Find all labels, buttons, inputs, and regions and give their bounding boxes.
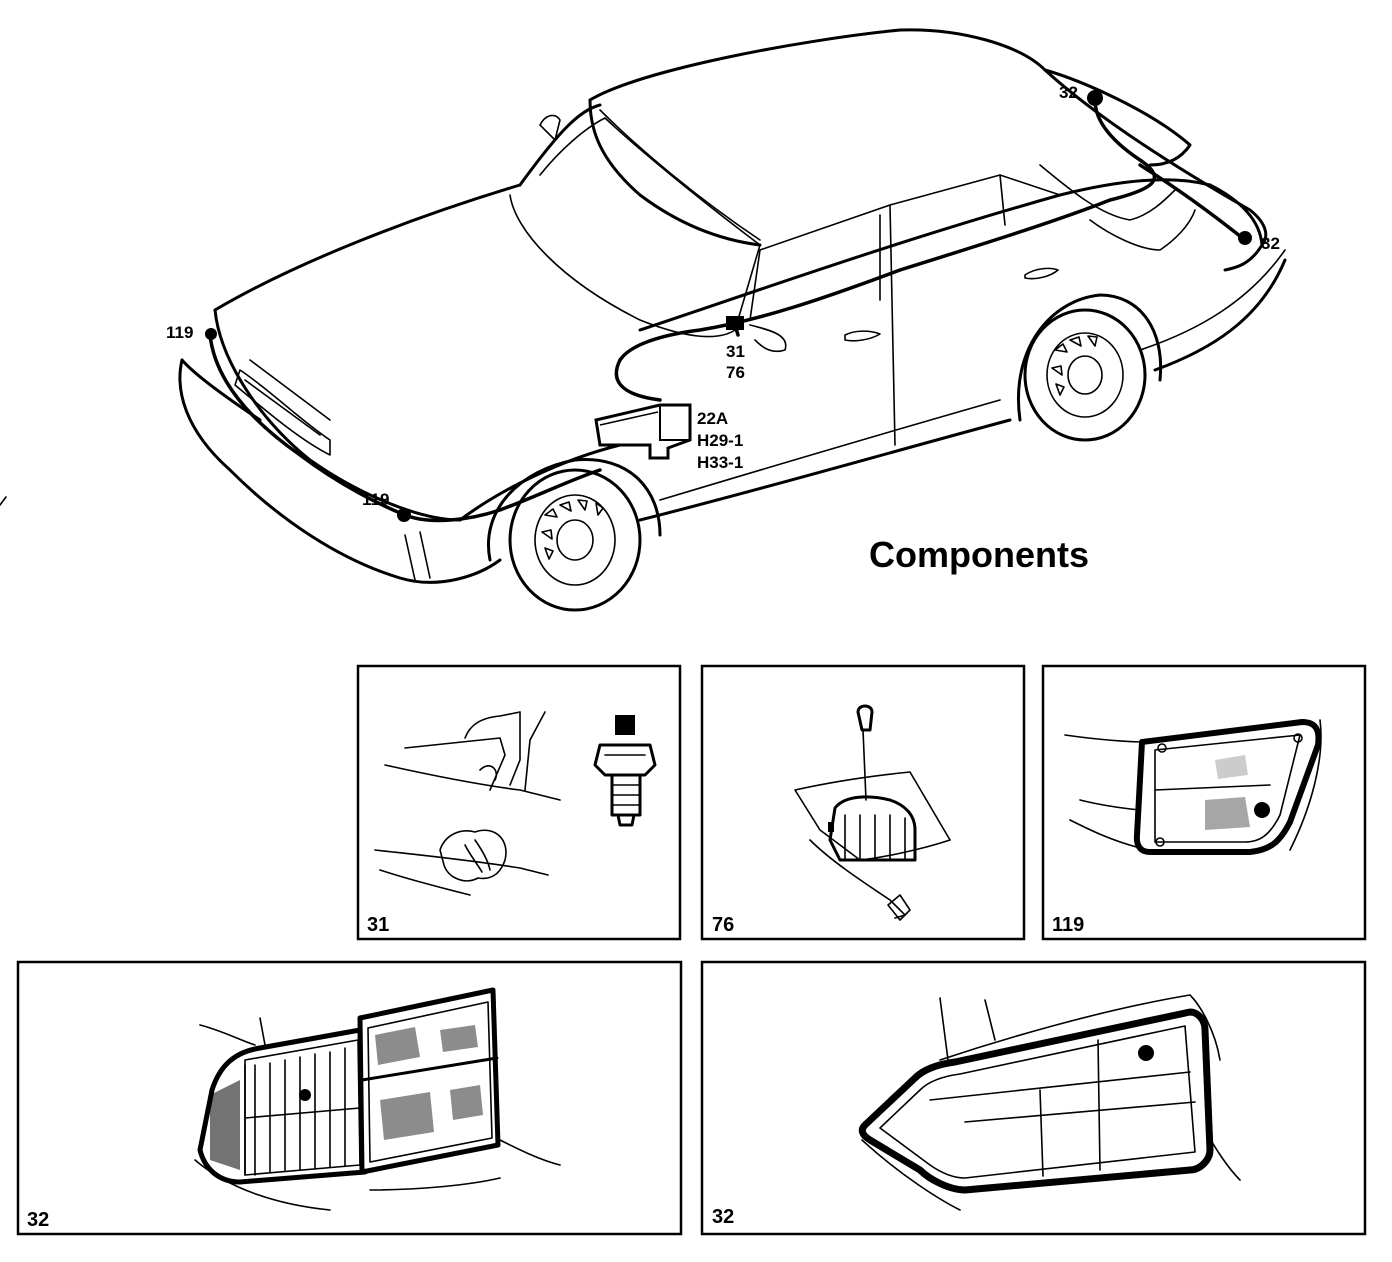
callout-h29-1: H29-1 [697,431,743,450]
panel-32-left-number: 32 [27,1209,49,1231]
connector-dot-119-lower [397,508,411,522]
panel-32-right-illustration [858,994,1241,1211]
panel-31-number: 31 [367,914,389,936]
panel-31-illustration [374,711,657,896]
callout-76: 76 [726,363,745,382]
callout-22a: 22A [697,409,728,428]
panel-76-illustration [794,704,951,921]
wiring-harness [205,90,1252,523]
switch-block-31-76 [726,316,744,330]
panel-119-number: 119 [1052,914,1084,936]
panel-31: 31 [356,664,682,941]
connector-dot-32-rear [1238,231,1252,245]
panel-76: 76 [700,664,1026,941]
callout-119-lower: 119 [362,490,389,509]
panel-119: 119 [1041,664,1367,941]
diagram-title: Components [869,534,1089,575]
panel-32-left-illustration [194,987,561,1211]
connector-dot-119-front [205,328,217,340]
panel-119-illustration [1064,719,1322,855]
callout-119-front: 119 [166,323,193,342]
callout-32-top: 32 [1059,83,1078,102]
control-box-22a [594,403,692,460]
panel-76-number: 76 [712,914,734,936]
panel-32-right: 32 [700,960,1367,1236]
callout-h33-1: H33-1 [697,453,743,472]
connector-dot-32-top [1087,90,1103,106]
callout-31: 31 [726,342,745,361]
edge-mark [0,496,7,506]
panel-32-right-number: 32 [712,1206,734,1228]
panel-32-left: 32 [16,960,683,1236]
callout-32-rear: 32 [1261,234,1280,253]
car-illustration [178,28,1287,612]
